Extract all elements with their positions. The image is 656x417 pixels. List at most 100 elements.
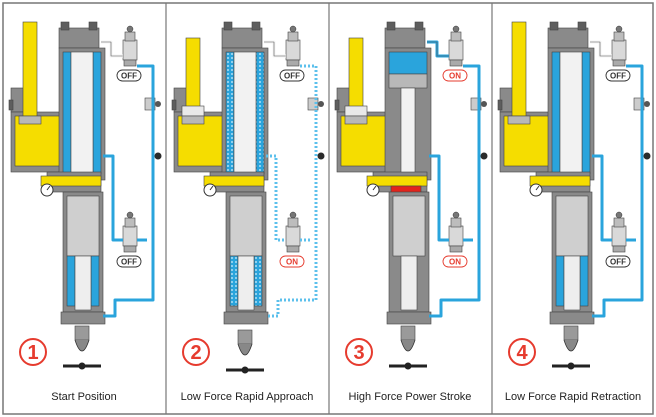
lower-valve-label: OFF xyxy=(121,258,137,267)
air-line-junction xyxy=(643,152,651,160)
air-line-junction xyxy=(317,152,325,160)
gauge-needle xyxy=(535,185,540,191)
lower-air-right xyxy=(253,255,263,307)
lower-chamber xyxy=(555,195,589,257)
upper-piston xyxy=(388,73,428,89)
upper-valve-knob xyxy=(289,25,297,33)
reservoir-piston-gap xyxy=(344,105,368,117)
step-number-badge xyxy=(19,338,47,366)
upper-air-chamber-left xyxy=(62,51,72,175)
piston-rod-upper xyxy=(233,51,257,175)
lower-valve-badge xyxy=(442,255,468,268)
ram-collar xyxy=(400,325,416,341)
upper-valve-coil xyxy=(450,31,462,42)
lower-air-left xyxy=(229,255,239,307)
lower-valve-coil xyxy=(450,217,462,228)
side-connector-knob xyxy=(481,101,487,107)
lower-valve-badge xyxy=(116,255,142,268)
upper-valve-body xyxy=(122,39,138,61)
mid-air-line xyxy=(103,154,123,242)
upper-air-chamber-right xyxy=(581,51,591,175)
oil-rod xyxy=(22,21,38,117)
upper-air-chamber-left xyxy=(225,51,235,175)
cap-bolt xyxy=(60,21,70,31)
panel-caption: High Force Power Stroke xyxy=(349,391,472,403)
lower-valve-base xyxy=(286,245,300,253)
reservoir-bolt xyxy=(8,99,14,111)
lower-valve-badge xyxy=(279,255,305,268)
lower-valve-base xyxy=(123,245,137,253)
upper-valve-body xyxy=(448,39,464,61)
lower-chamber xyxy=(66,195,100,257)
ram-tip xyxy=(237,343,253,356)
upper-valve-badge xyxy=(279,69,305,82)
ram-tip xyxy=(400,339,416,352)
upper-valve-badge xyxy=(442,69,468,82)
gauge-needle xyxy=(46,185,51,191)
panel-caption: Low Force Rapid Retraction xyxy=(505,391,641,403)
cap-bolt xyxy=(88,21,98,31)
air-line-junction xyxy=(480,152,488,160)
lower-valve-body xyxy=(611,225,627,247)
upper-valve-coil xyxy=(613,31,625,42)
reservoir-piston xyxy=(507,115,531,125)
cylinder-bottom-cap xyxy=(223,311,269,325)
cylinder-top-cap xyxy=(58,27,100,49)
upper-valve-knob xyxy=(452,25,460,33)
ram-collar xyxy=(563,325,579,341)
upper-valve-badge xyxy=(116,69,142,82)
lower-chamber xyxy=(392,195,426,257)
lower-valve-knob xyxy=(289,211,297,219)
cylinder-top-cap xyxy=(384,27,426,49)
oil-rod xyxy=(185,37,201,117)
upper-valve-label: OFF xyxy=(121,72,137,81)
main-air-line xyxy=(429,64,481,318)
ram-foot xyxy=(567,362,575,370)
upper-valve-base xyxy=(612,59,626,67)
cap-bolt xyxy=(414,21,424,31)
upper-valve-label: ON xyxy=(449,72,461,81)
side-connector-knob xyxy=(318,101,324,107)
lower-valve-badge xyxy=(605,255,631,268)
lower-valve-label: ON xyxy=(449,258,461,267)
oil-chamber xyxy=(177,115,229,167)
ram-foot xyxy=(404,362,412,370)
upper-air-line-edge xyxy=(427,41,449,57)
oil-chamber xyxy=(14,115,66,167)
upper-air-line-edge xyxy=(590,41,612,57)
reservoir-bolt xyxy=(171,99,177,111)
cap-bolt xyxy=(386,21,396,31)
upper-valve-knob xyxy=(126,25,134,33)
oil-passage xyxy=(529,175,591,187)
side-connector-knob xyxy=(155,101,161,107)
upper-valve-base xyxy=(449,59,463,67)
cylinder-bottom-cap xyxy=(549,311,595,325)
step-number: 4 xyxy=(516,342,528,364)
lower-valve-base xyxy=(449,245,463,253)
upper-valve-body xyxy=(611,39,627,61)
main-air-line xyxy=(266,64,318,318)
lower-valve-body xyxy=(285,225,301,247)
lower-air-left xyxy=(555,255,565,307)
gauge-needle xyxy=(209,185,214,191)
lower-valve-knob xyxy=(452,211,460,219)
ram-tip xyxy=(74,339,90,352)
piston-rod-upper xyxy=(70,51,94,175)
ram-foot xyxy=(241,366,249,374)
upper-air-line-edge xyxy=(101,41,123,57)
oil-rod xyxy=(348,37,364,117)
lower-valve-coil xyxy=(613,217,625,228)
air-line-junction xyxy=(154,152,162,160)
main-air-line xyxy=(103,64,155,318)
lower-air-right xyxy=(579,255,589,307)
lower-valve-knob xyxy=(126,211,134,219)
ram-foot xyxy=(78,362,86,370)
reservoir-bolt xyxy=(497,99,503,111)
reservoir-bolt xyxy=(334,99,340,111)
main-air-line xyxy=(592,64,644,318)
